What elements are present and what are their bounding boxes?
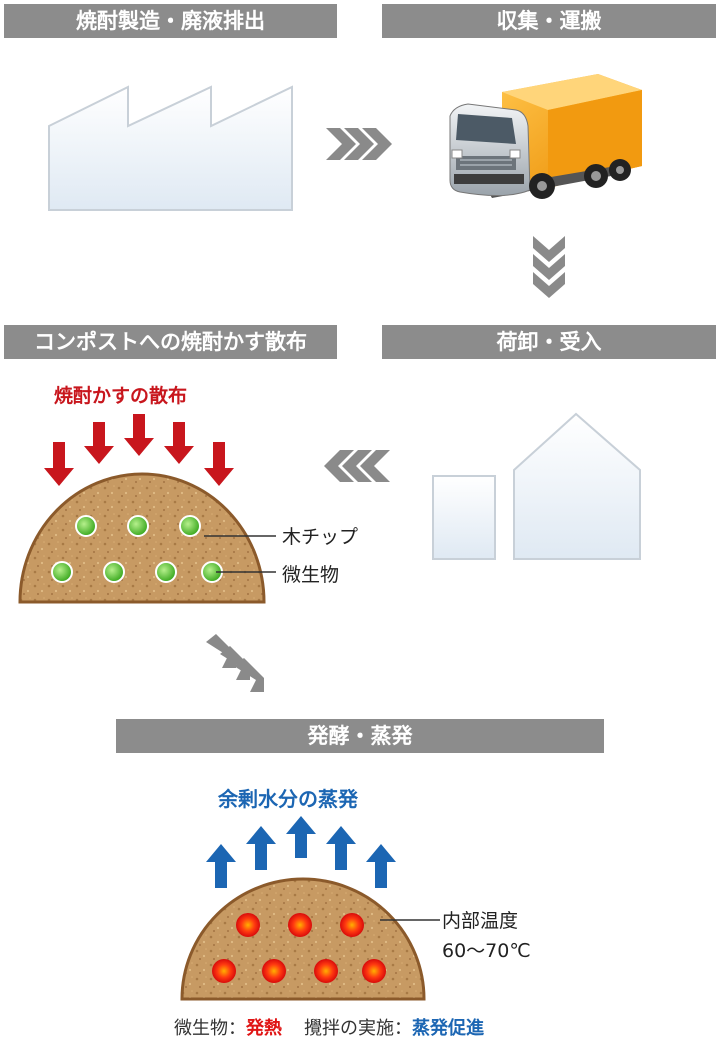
red-arrow-3 [124,414,154,456]
temp-range-label: 60〜70℃ [442,940,531,962]
hot-microbe-dot [362,959,386,983]
leader-lines-spread [204,535,276,573]
blue-arrow-3 [286,816,316,858]
blue-arrow-1 [206,844,236,888]
fermenting-pile-icon [180,877,426,1001]
blue-arrow-5 [366,844,396,888]
hot-microbe-dot [212,959,236,983]
note-value-heat: 発熱 [246,1018,282,1039]
microbe-dot [179,515,201,537]
bottom-note: 微生物：発熱 攪拌の実施：蒸発促進 [174,1014,484,1040]
chevron-arrows-left-icon [324,450,390,482]
red-arrow-1 [44,442,74,486]
leader-line-temperature [380,919,440,921]
red-arrow-4 [164,422,194,464]
step-header-shochu-production: 焼酎製造・廃液排出 [4,4,337,38]
microbe-label: 微生物 [282,564,340,586]
warehouse-icon [432,412,641,560]
wood-chip-label: 木チップ [282,526,359,548]
red-arrow-2 [84,422,114,464]
microbe-dot [75,515,97,537]
hot-microbe-dot [236,913,260,937]
step-header-collection-transport: 収集・運搬 [382,4,716,38]
blue-up-arrows [206,816,396,888]
red-down-arrows [44,414,234,486]
chevron-arrows-down-icon [533,236,565,298]
note-label-stirring: 攪拌の実施： [304,1018,412,1039]
step-header-fermentation-evaporation: 発酵・蒸発 [116,719,604,753]
note-value-evaporation: 蒸発促進 [412,1018,484,1039]
hot-microbe-dot [340,913,364,937]
blue-arrow-2 [246,826,276,870]
note-label-microbes: 微生物： [174,1018,246,1039]
truck-icon [449,74,642,199]
step-header-unloading-receiving: 荷卸・受入 [382,325,716,359]
microbe-dot [155,561,177,583]
spread-title: 焼酎かすの散布 [54,385,188,407]
step-header-compost-spreading: コンポストへの焼酎かす散布 [4,325,337,359]
chevron-arrows-right-icon [326,128,392,160]
chevron-arrows-diagonal-icon [206,634,264,692]
microbe-dot [127,515,149,537]
compost-pile-icon [18,472,266,604]
hot-microbe-dot [314,959,338,983]
red-arrow-5 [204,442,234,486]
microbe-dot [51,561,73,583]
blue-arrow-4 [326,826,356,870]
microbe-dot [103,561,125,583]
hot-microbe-dot [288,913,312,937]
evaporation-title: 余剰水分の蒸発 [218,787,358,811]
factory-icon [48,85,293,211]
internal-temp-label: 内部温度 [442,910,519,932]
hot-microbe-dot [262,959,286,983]
